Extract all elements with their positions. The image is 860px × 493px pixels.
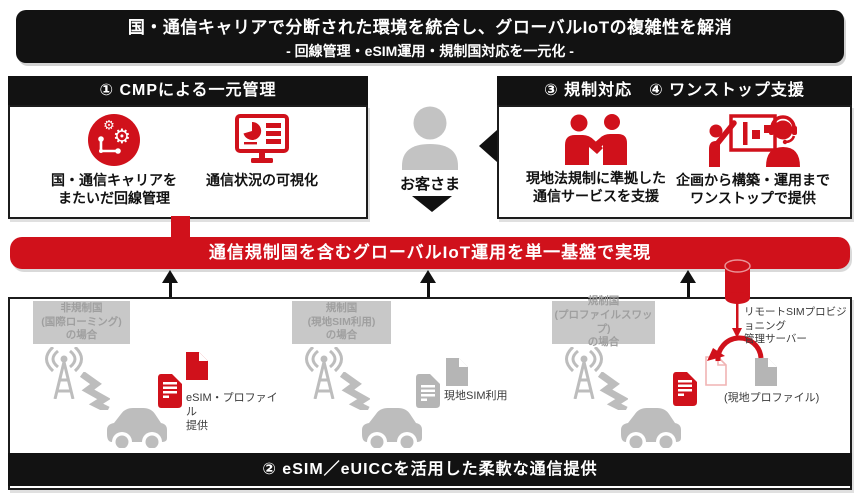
customer-label: お客さま <box>399 176 460 193</box>
server-cylinder-icon <box>724 259 751 305</box>
case-label: 規制国 (プロファイルスワップ) の場合 <box>552 295 655 348</box>
network-gears-icon: ⚙ ⚙ <box>87 113 141 167</box>
feature-label: 現地法規制に準拠した 通信サービスを支援 <box>526 170 666 205</box>
esim-card-icon <box>158 374 182 408</box>
esim-card-icon <box>673 372 697 406</box>
support-box-title: ③ 規制対応 ④ ワンストップ支援 <box>497 76 852 106</box>
monitor-chart-icon <box>233 113 291 167</box>
top-banner: 国・通信キャリアで分断された環境を統合し、グローバルIoTの複雑性を解消 - 回… <box>16 10 844 63</box>
lightning-icon <box>598 372 628 410</box>
lightning-icon <box>80 372 110 410</box>
feature-label: 企画から構築・運用まで ワンストップで提供 <box>676 172 830 207</box>
connector-bar <box>171 216 190 238</box>
arrow-down-icon <box>412 196 452 212</box>
local-sim-card-icon <box>416 374 440 408</box>
car-icon <box>106 402 168 448</box>
scene-note: (現地プロファイル) <box>724 392 820 404</box>
car-icon <box>361 402 423 448</box>
profile-swap-arrow-icon <box>706 334 770 364</box>
person-icon <box>399 106 461 170</box>
top-banner-line2: - 回線管理・eSIM運用・規制国対応を一元化 - <box>286 42 574 59</box>
provisioning-arrow-icon <box>731 303 743 339</box>
profile-doc-icon <box>186 352 208 380</box>
feature-visibility: 通信状況の可視化 <box>182 113 342 189</box>
top-banner-line1: 国・通信キャリアで分断された環境を統合し、グローバルIoTの複雑性を解消 <box>127 17 733 37</box>
scene-note: 現地SIM利用 <box>444 390 508 402</box>
presentation-support-icon <box>706 113 800 167</box>
svg-text:⚙: ⚙ <box>103 119 115 134</box>
local-doc-icon <box>446 358 468 386</box>
feature-label: 通信状況の可視化 <box>206 172 318 188</box>
car-icon <box>620 402 682 448</box>
case-label: 非規制国 (国際ローミング) の場合 <box>33 301 130 344</box>
handshake-icon <box>562 113 630 165</box>
support-box: 現地法規制に準拠した 通信サービスを支援 <box>497 105 852 219</box>
rsp-server-label: リモートSIMプロビジョニング 管理サーバー <box>744 306 847 346</box>
feature-regulation: 現地法規制に準拠した 通信サービスを支援 <box>515 113 677 205</box>
feature-label: 国・通信キャリアを またいだ回線管理 <box>51 172 177 207</box>
cmp-box-title: ① CMPによる一元管理 <box>8 76 368 106</box>
cmp-box: ⚙ ⚙ 国・通信キャリアを またいだ回線管理 <box>8 105 368 219</box>
platform-banner: 通信規制国を含むグローバルIoT運用を単一基盤で実現 <box>10 237 850 269</box>
antenna-icon <box>304 347 344 399</box>
old-profile-doc-icon <box>755 358 777 386</box>
feature-line-management: ⚙ ⚙ 国・通信キャリアを またいだ回線管理 <box>34 113 194 207</box>
svg-text:⚙: ⚙ <box>113 124 131 148</box>
esim-banner: ② eSIM／eUICCを活用した柔軟な通信提供 <box>8 453 852 486</box>
antenna-icon <box>564 347 604 399</box>
case-label: 規制国 (現地SIM利用) の場合 <box>292 301 391 344</box>
lightning-icon <box>340 372 370 410</box>
feature-onestop: 企画から構築・運用まで ワンストップで提供 <box>669 113 837 207</box>
arrow-left-icon <box>479 130 497 162</box>
scene-note: eSIM・プロファイル 提供 <box>186 392 278 432</box>
antenna-icon <box>44 347 84 399</box>
